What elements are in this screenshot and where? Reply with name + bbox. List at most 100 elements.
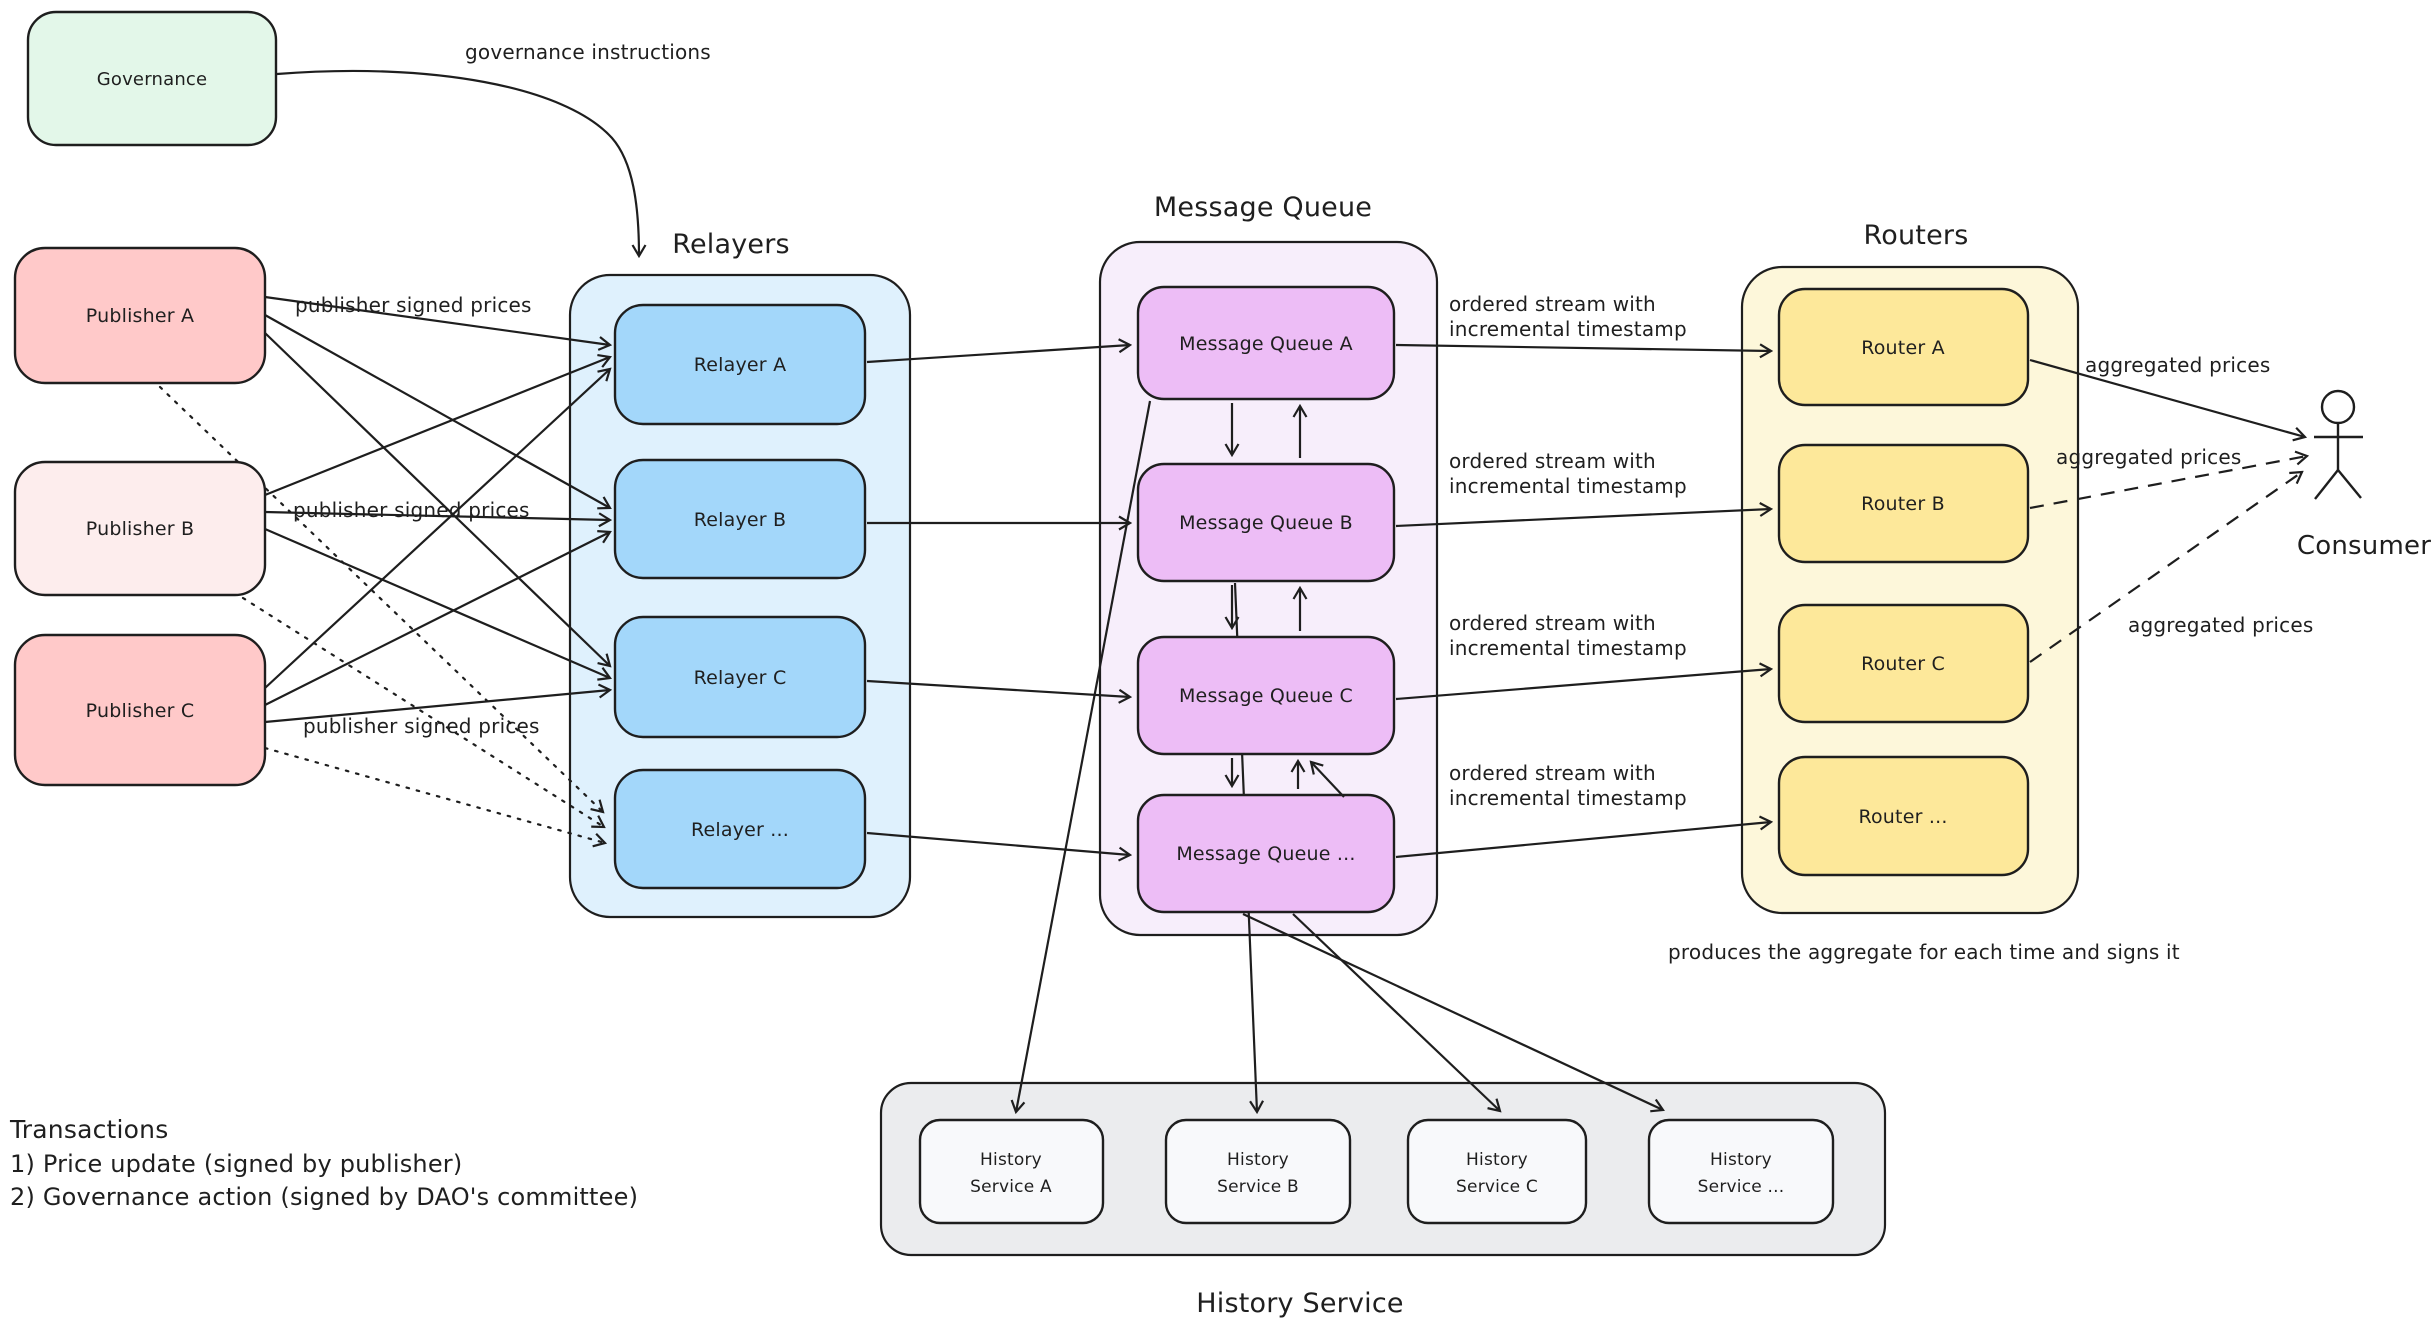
router-b-label: Router B: [1861, 493, 1945, 515]
publisher-a-node: [13, 246, 267, 385]
publisher-c-node: [13, 633, 267, 787]
edge-queue-c-to-router-c: [1395, 669, 1771, 701]
edge-router-a-to-consumer: [2029, 358, 2305, 437]
ordered-stream-label-3-line1: ordered stream with: [1449, 611, 1656, 635]
queue-b-label: Message Queue B: [1179, 512, 1353, 534]
edge-publisher-b-to-relayer-a: [264, 357, 610, 497]
edge-queue-more-diagonal-up-to-queue-c: [1311, 762, 1345, 798]
publisher-b-node: [13, 460, 267, 597]
history-b-node: [1164, 1118, 1352, 1225]
edge-queue-b-to-router-b: [1395, 509, 1771, 528]
ordered-stream-label-2-line1: ordered stream with: [1449, 449, 1656, 473]
edge-publisher-c-to-relayer-b: [264, 532, 610, 706]
history-c-label-line1: History: [1466, 1150, 1528, 1170]
publisher-c-label: Publisher C: [86, 700, 195, 722]
history-more-node: [1647, 1118, 1835, 1225]
history-service-group: [879, 1081, 1887, 1257]
edge-router-c-to-consumer: [2029, 472, 2302, 663]
history-a-label-line2: Service A: [970, 1177, 1052, 1197]
publisher-b-label: Publisher B: [86, 518, 195, 540]
edge-queue-a-to-router-a: [1395, 345, 1771, 351]
router-c-node: [1777, 603, 2030, 724]
history-c-node: [1406, 1118, 1588, 1225]
history-b-label-line1: History: [1227, 1150, 1289, 1170]
governance-node: [26, 10, 278, 147]
aggregated-prices-label-2: aggregated prices: [2056, 445, 2241, 469]
transactions-legend-title: Transactions: [9, 1115, 168, 1144]
relayer-more-node: [613, 768, 867, 890]
edge-publisher-c-to-relayer-c: [264, 690, 610, 724]
relayer-a-node: [613, 303, 867, 426]
router-a-label: Router A: [1861, 337, 1945, 359]
transactions-legend-item-2: 2) Governance action (signed by DAO's co…: [10, 1183, 638, 1211]
queue-more-label: Message Queue ...: [1176, 843, 1355, 865]
ordered-stream-label-1-line2: incremental timestamp: [1449, 317, 1687, 341]
history-c-label-line2: Service C: [1456, 1177, 1538, 1197]
router-note-label: produces the aggregate for each time and…: [1668, 940, 2180, 964]
relayer-a-label: Relayer A: [694, 354, 787, 376]
ordered-stream-label-4-line2: incremental timestamp: [1449, 786, 1687, 810]
publisher-signed-prices-label-1: publisher signed prices: [295, 293, 532, 317]
edge-relayer-more-to-queue-more: [866, 831, 1130, 855]
ordered-stream-label-4-line1: ordered stream with: [1449, 761, 1656, 785]
history-a-node: [918, 1118, 1105, 1225]
relayer-c-label: Relayer C: [694, 667, 787, 689]
edge-publisher-a-to-relayer-b: [264, 314, 610, 508]
edge-queue-more-to-history-more: [1242, 913, 1663, 1110]
message-queue-group-title: Message Queue: [1154, 192, 1372, 223]
router-b-node: [1777, 443, 2030, 564]
queue-more-node: [1136, 793, 1396, 914]
edge-relayer-c-to-queue-c: [866, 679, 1130, 697]
aggregated-prices-label-1: aggregated prices: [2085, 353, 2270, 377]
governance-label: Governance: [97, 69, 208, 90]
router-more-label: Router ...: [1858, 806, 1947, 828]
publisher-signed-prices-label-3: publisher signed prices: [303, 714, 540, 738]
edge-publisher-c-to-relayer-a: [264, 369, 610, 689]
relayers-group: [568, 273, 912, 919]
routers-group: [1740, 265, 2080, 915]
history-service-group-title: History Service: [1196, 1288, 1403, 1319]
governance-instructions-label: governance instructions: [465, 40, 711, 64]
router-c-label: Router C: [1861, 653, 1945, 675]
history-more-label-line1: History: [1710, 1150, 1772, 1170]
edge-publisher-a-to-relayer-more: [158, 385, 603, 812]
publisher-a-label: Publisher A: [86, 305, 194, 327]
routers-group-title: Routers: [1864, 220, 1969, 251]
router-more-node: [1777, 755, 2030, 877]
edge-publisher-b-to-relayer-b: [264, 510, 610, 520]
history-more-label-line2: Service ...: [1698, 1177, 1785, 1197]
edge-publisher-a-to-relayer-c: [264, 332, 610, 666]
edge-relayer-a-to-queue-a: [866, 345, 1130, 364]
consumer-stick-figure-icon: [2314, 389, 2363, 500]
relayer-c-node: [613, 615, 867, 739]
queue-a-label: Message Queue A: [1179, 333, 1353, 355]
ordered-stream-label-1-line1: ordered stream with: [1449, 292, 1656, 316]
edge-publisher-b-to-relayer-more: [241, 596, 604, 827]
relayer-more-label: Relayer ...: [691, 819, 789, 841]
ordered-stream-label-2-line2: incremental timestamp: [1449, 474, 1687, 498]
relayer-b-node: [613, 458, 867, 580]
message-queue-group: [1098, 240, 1439, 937]
edge-governance-to-relayers: [276, 69, 639, 256]
router-a-node: [1777, 287, 2030, 407]
edge-publisher-c-to-relayer-more: [263, 746, 605, 843]
edge-queue-a-to-history-a: [1016, 400, 1152, 1112]
edge-publisher-b-to-relayer-c: [264, 527, 610, 678]
transactions-legend-item-1: 1) Price update (signed by publisher): [10, 1150, 462, 1178]
consumer-label: Consumer: [2297, 531, 2431, 561]
history-b-label-line2: Service B: [1217, 1177, 1299, 1197]
aggregated-prices-label-3: aggregated prices: [2128, 613, 2313, 637]
queue-a-node: [1136, 285, 1396, 401]
relayers-group-title: Relayers: [672, 229, 790, 260]
edge-queue-more-to-history-c: [1292, 913, 1500, 1111]
relayer-b-label: Relayer B: [694, 509, 787, 531]
queue-c-label: Message Queue C: [1179, 685, 1353, 707]
queue-c-node: [1136, 635, 1396, 756]
queue-b-node: [1136, 462, 1396, 583]
edge-publisher-a-to-relayer-a: [264, 295, 610, 345]
history-a-label-line1: History: [980, 1150, 1042, 1170]
edge-queue-more-to-router-more: [1395, 822, 1771, 859]
publisher-signed-prices-label-2: publisher signed prices: [293, 498, 530, 522]
